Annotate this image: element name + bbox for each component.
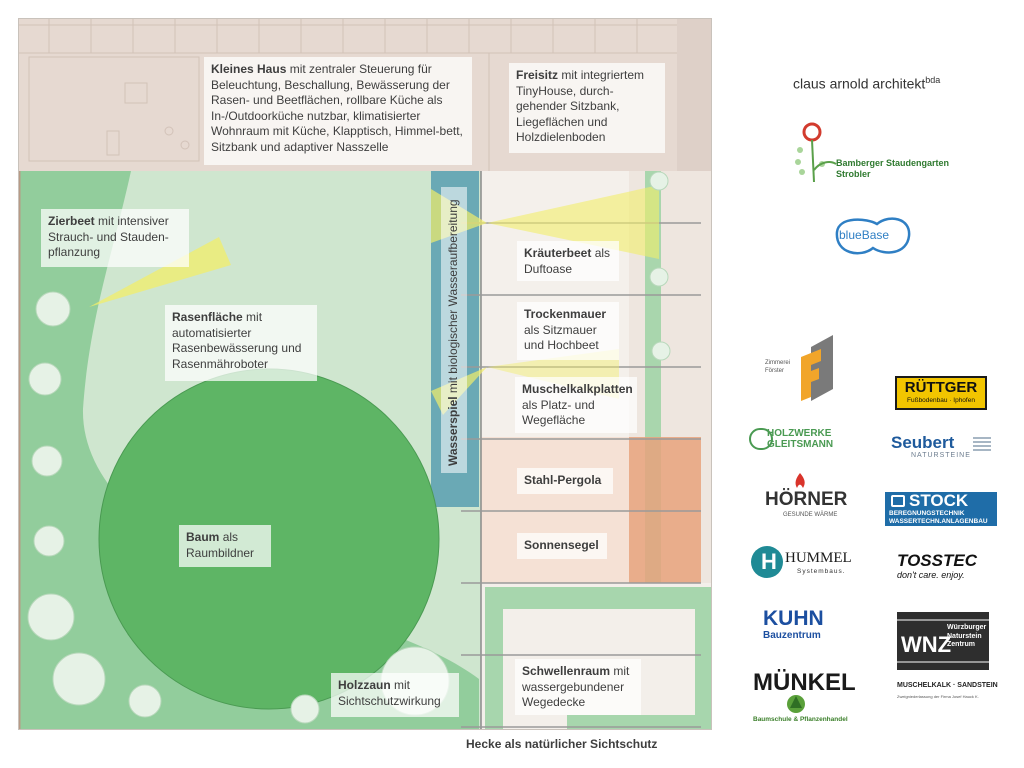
hummel-mark [751, 546, 783, 578]
wnz-mark: WNZ [897, 612, 989, 670]
label-wasserspiel: Wasserspiel mit biologischer Wasseraufbe… [441, 187, 467, 473]
holzwerke-mark [749, 428, 773, 450]
label-baum: Baum als Raumbildner [179, 525, 271, 567]
sun-sail [629, 437, 701, 583]
house-floor-grid [19, 19, 711, 171]
stock-mark [891, 495, 905, 507]
seubert-mark [973, 437, 991, 451]
logo-bluebase: blueBase [827, 212, 913, 260]
label-freisitz: Freisitz mit integriertem TinyHouse, dur… [509, 63, 665, 153]
flower-icon [795, 122, 837, 183]
label-hecke: Hecke als natürlicher Sichtschutz [466, 737, 658, 751]
light-beam-zierbeet [89, 237, 231, 307]
flame-icon [795, 473, 805, 488]
hedge [485, 587, 711, 729]
logo-ruettger: RÜTTGER Fußbodenbau · Iphofen [895, 376, 987, 410]
logo-hoerner: HÖRNER GESUNDE WÄRME [761, 473, 847, 523]
label-muschelkalk: Muschelkalkplatten als Platz- und Wegefl… [515, 377, 637, 433]
label-schwellenraum: Schwellenraum mit wassergebundener Weged… [515, 659, 641, 715]
house-edge [677, 19, 711, 171]
label-stahl-pergola: Stahl-Pergola [517, 468, 613, 494]
label-kraeuterbeet: Kräuterbeet als Duftoase [517, 241, 619, 281]
logo-tosstec: TOSSTEC don't care. enjoy. [897, 551, 977, 581]
logo-claus-arnold: claus arnold architektbda [793, 75, 941, 92]
light-beam-herb [487, 185, 659, 259]
label-zierbeet: Zierbeet mit intensiver Strauch- und Sta… [41, 209, 189, 267]
wnz-mark-text: WNZ [901, 632, 951, 657]
label-rasenflaeche: Rasenfläche mit automatisierter Rasenbew… [165, 305, 317, 381]
logo-seubert: Seubert NATURSTEINE [891, 434, 995, 464]
sponsor-logos: claus arnold architektbda Bamberger Stau… [735, 60, 1024, 750]
pergola-shade [481, 437, 629, 583]
label-kleines-haus: Kleines Haus mit zentraler Steuerung für… [204, 57, 472, 165]
logo-muenkel: MÜNKEL Baumschule & Pflanzenhandel [753, 669, 856, 724]
garden-plan: Kleines Haus mit zentraler Steuerung für… [18, 18, 712, 730]
label-sonnensegel: Sonnensegel [517, 533, 607, 559]
logo-hummel: H HUMMEL Systembaus. [751, 546, 855, 582]
bluebase-shape [835, 217, 911, 255]
logo-kuhn: KUHN Bauzentrum [763, 607, 824, 642]
zimmerei-mark [801, 335, 833, 401]
label-trockenmauer: Trockenmauer als Sitzmauer und Hochbeet [517, 302, 619, 360]
tree-icon [787, 695, 805, 713]
label-holzzaun: Holzzaun mit Sichtschutzwirkung [331, 673, 459, 717]
